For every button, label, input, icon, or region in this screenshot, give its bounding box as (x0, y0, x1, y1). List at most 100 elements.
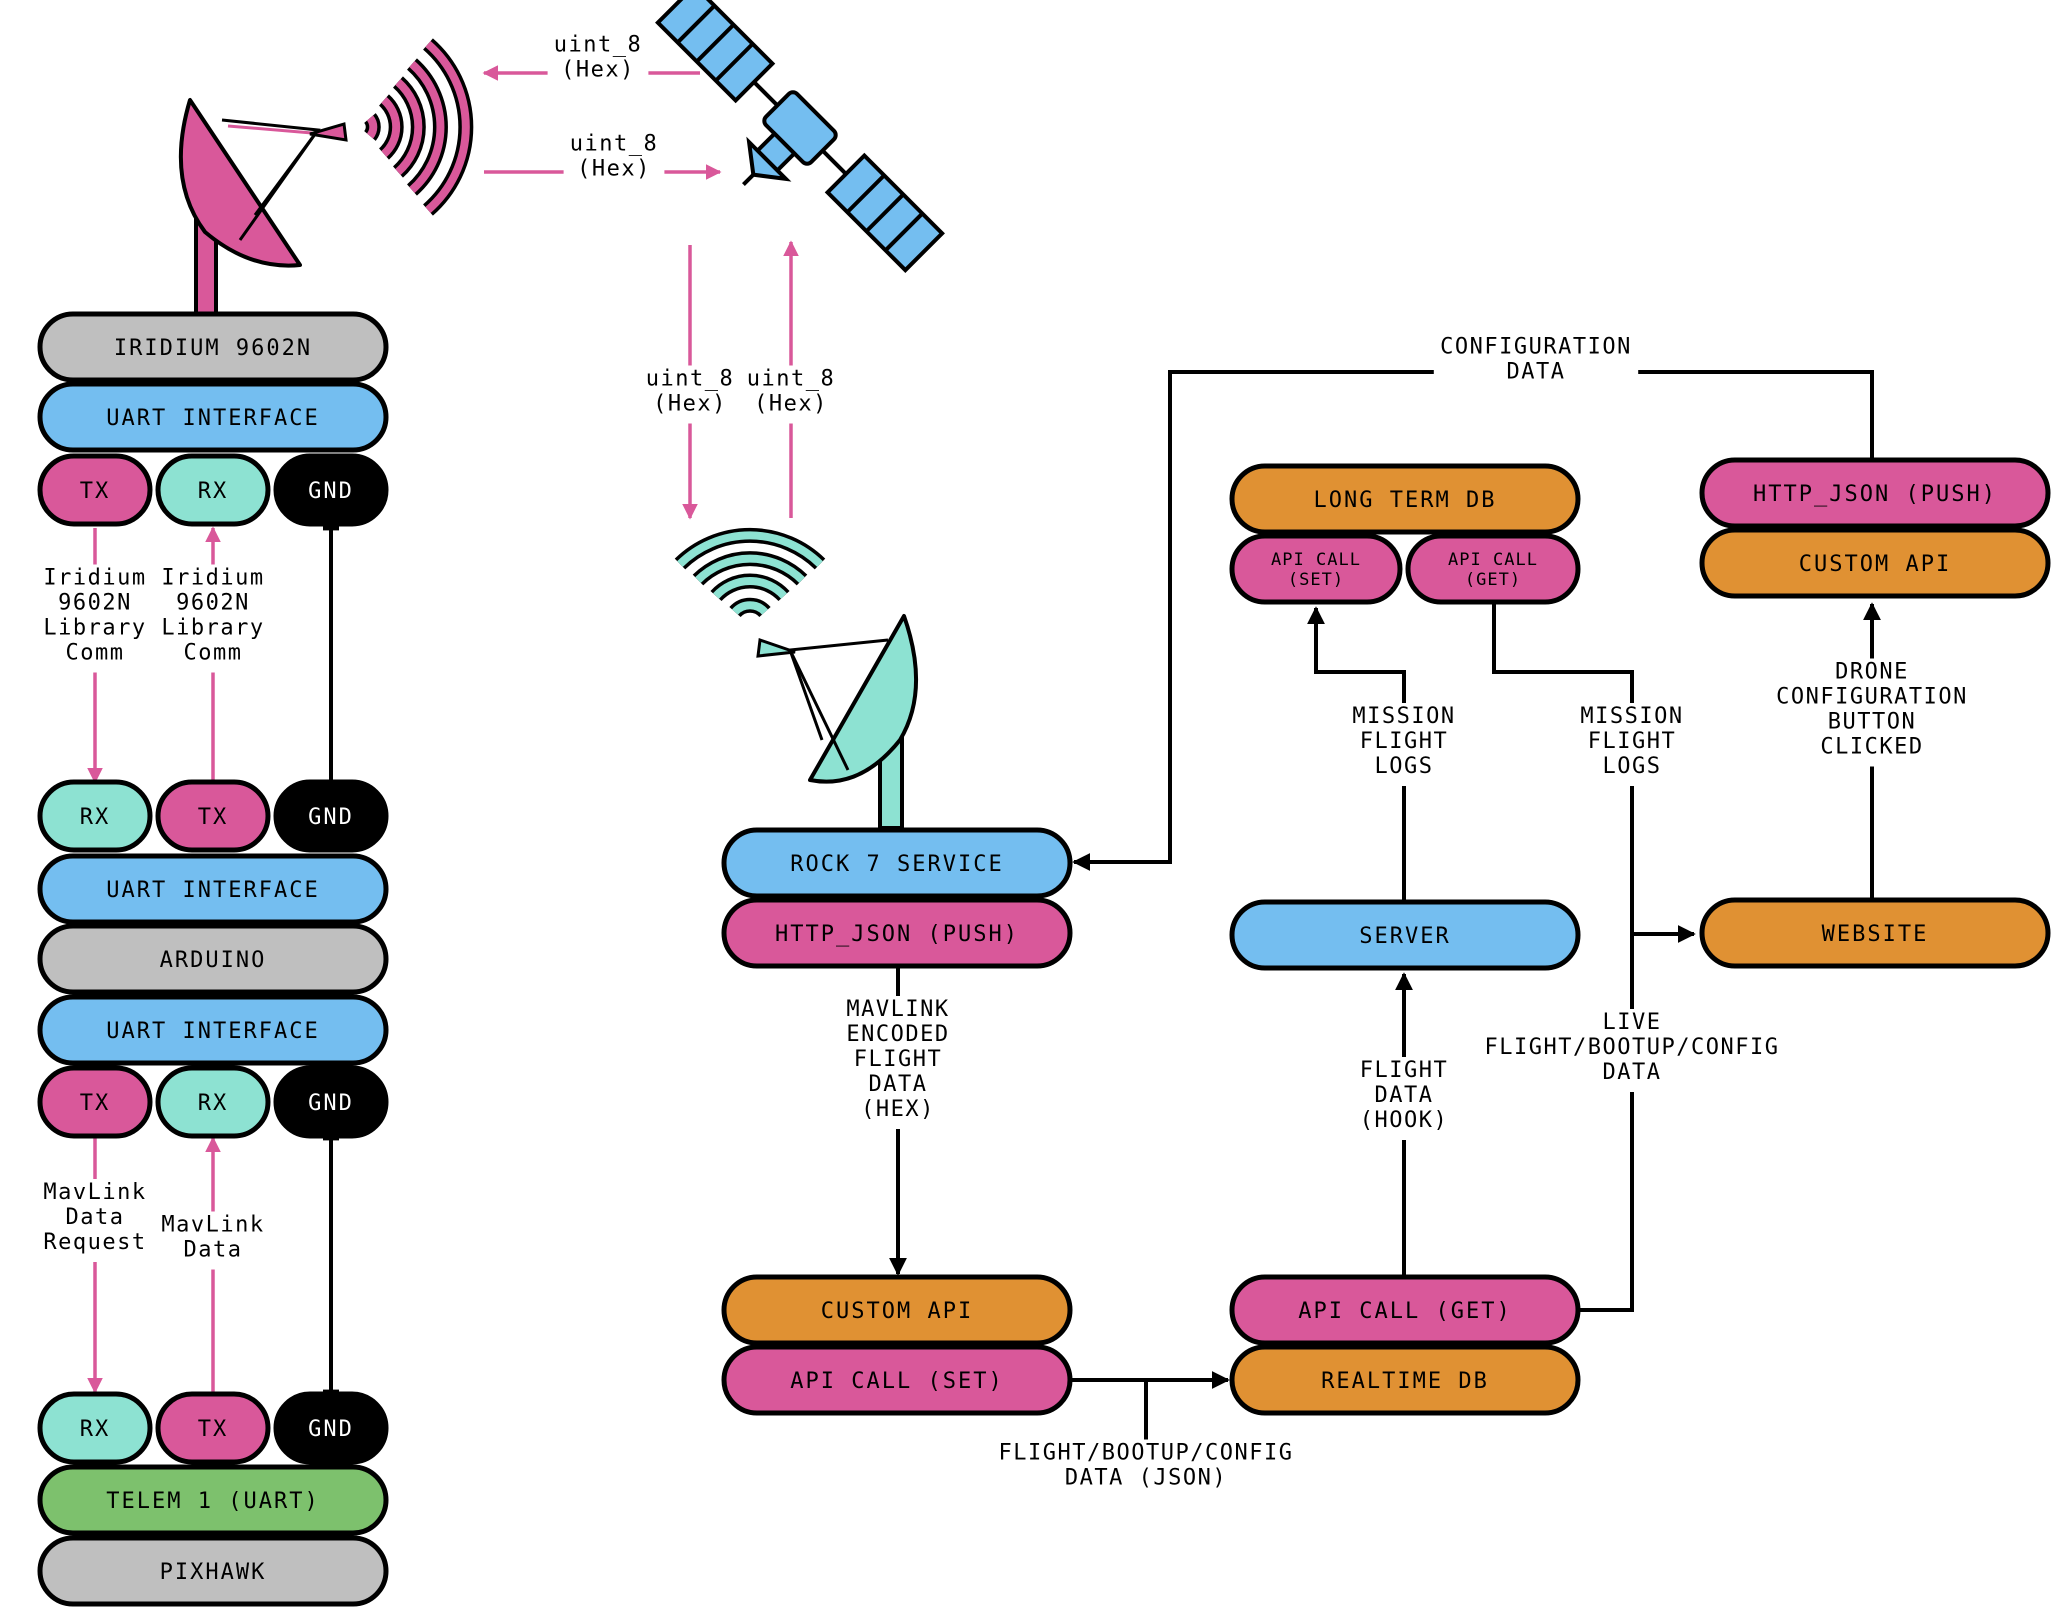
node-label: API CALL(GET) (1448, 550, 1538, 590)
edge-label-backdrop (155, 1211, 271, 1270)
edge-label-backdrop (1346, 703, 1462, 786)
edge-label-backdrop (37, 1179, 153, 1262)
node-label: TX (198, 805, 229, 830)
node-label: GND (308, 1091, 354, 1116)
node-label: TX (198, 1417, 229, 1442)
node-label: TX (80, 1091, 111, 1116)
node-label: PIXHAWK (160, 1560, 267, 1585)
edge-realtime-to-website (1578, 934, 1634, 1312)
satellite-dish-icon (178, 98, 348, 317)
node-label: RX (80, 805, 111, 830)
edge-label-backdrop (740, 365, 842, 424)
node-label: ROCK 7 SERVICE (790, 852, 1003, 877)
node-rx2: RX (37, 779, 153, 853)
node-label: GND (308, 805, 354, 830)
node-label: ARDUINO (160, 948, 267, 973)
edge-label-backdrop (1574, 703, 1690, 786)
edge-label-backdrop (563, 130, 665, 189)
node-telem: TELEM 1 (UART) (37, 1464, 389, 1536)
node-api-set1: API CALL (SET) (721, 1344, 1073, 1416)
node-label: HTTP_JSON (PUSH) (1753, 482, 1997, 507)
node-label: UART INTERFACE (106, 1019, 319, 1044)
node-http-push2: HTTP_JSON (PUSH) (1699, 457, 2051, 529)
node-long-term-db: LONG TERM DB (1229, 463, 1581, 535)
edge-server-to-ltdb (1307, 606, 1406, 902)
edge-label-backdrop (37, 564, 153, 673)
node-arduino: ARDUINO (37, 923, 389, 995)
node-label: UART INTERFACE (106, 406, 319, 431)
node-gnd2: GND (273, 779, 389, 853)
node-label: UART INTERFACE (106, 878, 319, 903)
node-rx3: RX (155, 1065, 271, 1139)
node-custom-api1: CUSTOM API (721, 1274, 1073, 1346)
edge-ltdb-to-website (1492, 604, 1696, 943)
node-server: SERVER (1229, 899, 1581, 971)
node-label: API CALL (GET) (1298, 1299, 1511, 1324)
node-label: TELEM 1 (UART) (106, 1489, 319, 1514)
node-label: CUSTOM API (821, 1299, 973, 1324)
node-label: WEBSITE (1822, 922, 1929, 947)
node-gnd1: GND (273, 453, 389, 527)
node-uart2: UART INTERFACE (37, 853, 389, 925)
node-rock7: ROCK 7 SERVICE (721, 827, 1073, 899)
edge-label-backdrop (1433, 333, 1639, 392)
edge-label-backdrop (1769, 658, 1975, 767)
edge-label-backdrop (1353, 1057, 1455, 1140)
base-dish-icon (756, 614, 918, 830)
node-label: REALTIME DB (1321, 1369, 1489, 1394)
node-tx1: TX (37, 453, 153, 527)
node-label: HTTP_JSON (PUSH) (775, 922, 1019, 947)
node-label: RX (198, 479, 229, 504)
node-gnd3: GND (273, 1065, 389, 1139)
edge-label-ground-sat: uint_8(Hex) (570, 132, 658, 182)
node-label: RX (80, 1417, 111, 1442)
satellite-icon (655, 0, 945, 273)
edge-label-sat-ground: uint_8(Hex) (554, 33, 642, 83)
node-tx4: TX (155, 1391, 271, 1465)
node-uart1: UART INTERFACE (37, 381, 389, 453)
edge-config-to-rock7 (1072, 370, 1874, 871)
edge-label-backdrop (1478, 1009, 1786, 1092)
node-rx1: RX (155, 453, 271, 527)
node-tx3: TX (37, 1065, 153, 1139)
node-pixhawk: PIXHAWK (37, 1535, 389, 1607)
node-gnd4: GND (273, 1391, 389, 1465)
node-label: IRIDIUM 9602N (114, 336, 312, 361)
node-tx2: TX (155, 779, 271, 853)
node-label: LONG TERM DB (1314, 488, 1497, 513)
node-realtime-db: REALTIME DB (1229, 1344, 1581, 1416)
edge-label-backdrop (840, 996, 956, 1129)
edge-label-backdrop (547, 31, 649, 90)
node-label: RX (198, 1091, 229, 1116)
node-uart3: UART INTERFACE (37, 994, 389, 1066)
node-label: GND (308, 479, 354, 504)
node-iridium: IRIDIUM 9602N (37, 311, 389, 383)
node-label: API CALL(SET) (1271, 550, 1361, 590)
node-label: API CALL (SET) (790, 1369, 1003, 1394)
node-api-get2: API CALL(GET) (1405, 533, 1581, 605)
node-http-push1: HTTP_JSON (PUSH) (721, 897, 1073, 969)
node-rx4: RX (37, 1391, 153, 1465)
node-api-set2: API CALL(SET) (1229, 533, 1403, 605)
edge-label-backdrop (155, 564, 271, 673)
edge-label-backdrop (992, 1439, 1300, 1498)
node-custom-api2: CUSTOM API (1699, 527, 2051, 599)
node-api-get1: API CALL (GET) (1229, 1274, 1581, 1346)
edge-label-sat-base: uint_8(Hex) (646, 367, 734, 417)
node-label: GND (308, 1417, 354, 1442)
node-website: WEBSITE (1699, 897, 2051, 969)
node-label: SERVER (1359, 924, 1450, 949)
